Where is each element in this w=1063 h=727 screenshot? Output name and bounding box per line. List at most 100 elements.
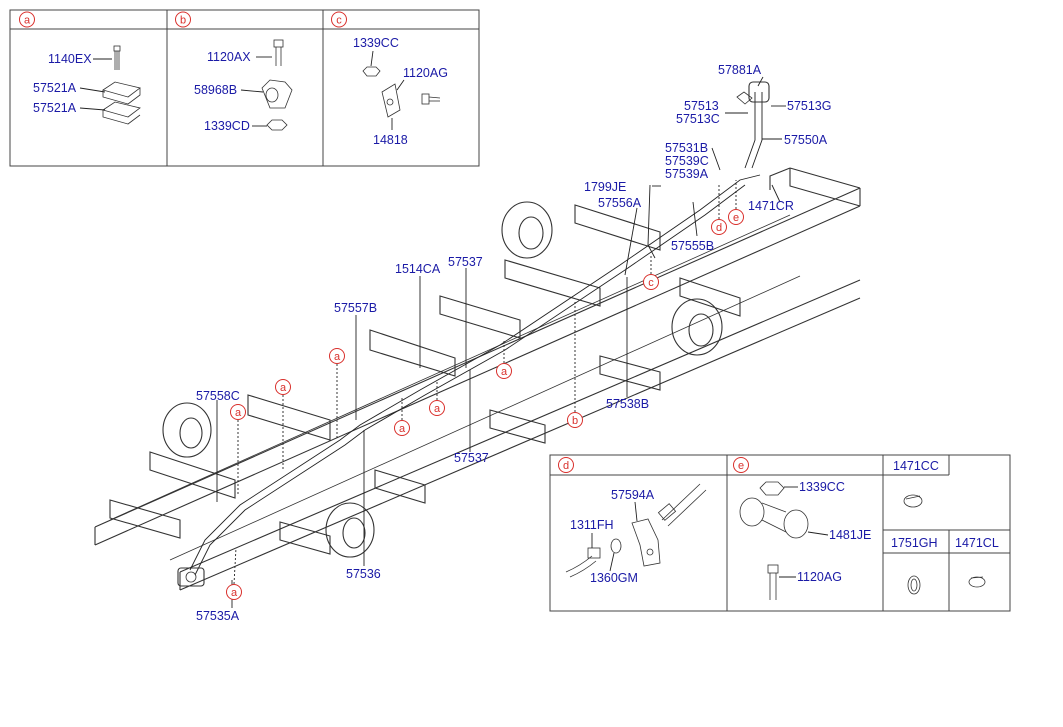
master-cylinder [736,81,770,105]
bolt-icon [273,39,284,66]
svg-text:a: a [24,15,31,27]
part-label-57521A-lower: 57521A [33,101,77,115]
part-label-1339CC-e: 1339CC [799,480,845,494]
svg-text:e: e [738,460,744,472]
wheel-front-left [162,402,212,458]
part-label-57539C: 57539C [665,154,709,168]
svg-text:a: a [231,587,238,599]
svg-text:b: b [180,15,186,27]
part-label-1799JE: 1799JE [584,180,626,194]
marker-pointers [233,180,737,585]
marker-c: c [643,274,659,290]
part-label-1339CD: 1339CD [204,119,250,133]
svg-text:a: a [399,423,406,435]
part-label-57550A: 57550A [784,133,828,147]
chassis-frame [94,167,861,591]
wheel-rear-left [501,201,553,259]
part-label-1140EX: 1140EX [48,52,92,66]
detail-markers: a a a a a a a b [226,209,744,600]
part-label-1120AX: 1120AX [207,50,251,64]
clip-header-1471CL: 1471CL [955,536,999,550]
part-label-1514CA: 1514CA [395,262,441,276]
washer-icon [610,538,622,554]
part-label-1120AG-e: 1120AG [797,570,842,584]
marker-e: e [728,209,744,225]
svg-text:d: d [563,460,569,472]
part-label-57513: 57513 [684,99,719,113]
main-part-labels: 57881A 57513 57513C 57513G 57550A 57531B… [196,63,831,623]
detail-e-marker: e [733,457,749,473]
fitting-icon [565,547,601,578]
bolt-icon [113,45,121,70]
part-label-1120AG: 1120AG [403,66,448,80]
svg-text:e: e [733,212,739,224]
part-label-58968B: 58968B [194,83,237,97]
part-label-57521A: 57521A [33,81,77,95]
part-label-57536: 57536 [346,567,381,581]
part-label-57557B: 57557B [334,301,377,315]
svg-text:a: a [334,351,341,363]
bracket-icon [381,83,401,118]
svg-text:d: d [716,222,722,234]
clamp-icon [739,497,809,539]
detail-d: d 57594A 1311FH 1360GM [558,457,707,585]
marker-a-3: a [230,404,246,420]
detail-table-de [549,454,1011,612]
brake-lines [189,92,763,576]
part-label-1339CC: 1339CC [353,36,399,50]
part-label-57531B: 57531B [665,141,708,155]
wheel-rear-right [671,298,723,356]
bracket-icon [631,518,661,567]
hose-clip-icon [968,576,986,588]
clip-details: 1471CC 1751GH 1471CL [891,459,999,595]
svg-text:a: a [235,407,242,419]
bolt-icon [421,93,441,105]
part-label-57555B: 57555B [671,239,714,253]
marker-a-1: a [329,348,345,364]
part-label-1471CR: 1471CR [748,199,794,213]
part-label-57513C: 57513C [676,112,720,126]
part-label-57537-lower: 57537 [454,451,489,465]
part-label-57537: 57537 [448,255,483,269]
nut-icon [362,66,381,77]
clip-header-1751GH: 1751GH [891,536,938,550]
marker-a-5: a [429,400,445,416]
detail-a: a 1140EX 57521A 57521A [19,11,141,125]
detail-b-marker: b [175,11,191,28]
hose-clip-icon [903,494,923,508]
detail-a-marker: a [19,11,35,28]
clip-header-1471CC: 1471CC [893,459,939,473]
part-label-1481JE: 1481JE [829,528,871,542]
nut-icon [266,119,288,131]
part-label-57556A: 57556A [598,196,642,210]
detail-c-marker: c [331,11,347,28]
marker-a-7: a [226,584,242,600]
part-label-14818: 14818 [373,133,408,147]
part-label-1311FH: 1311FH [570,518,614,532]
detail-e: e 1339CC 1481JE 1120AG [733,457,871,600]
svg-text:a: a [280,382,287,394]
part-label-1360GM: 1360GM [590,571,638,585]
clip-icon [102,81,141,125]
part-label-57513G: 57513G [787,99,831,113]
marker-a-4: a [496,363,512,379]
detail-c: c 1339CC 1120AG 14818 [331,11,448,147]
part-label-57539A: 57539A [665,167,709,181]
bracket-icon [261,79,293,109]
marker-a-2: a [275,379,291,395]
part-label-57558C: 57558C [196,389,240,403]
detail-d-marker: d [558,457,574,473]
marker-d: d [711,219,727,235]
detail-table-abc [9,9,480,167]
ring-icon [907,575,921,595]
svg-text:c: c [336,15,342,27]
svg-text:a: a [434,403,441,415]
marker-b: b [567,412,583,428]
svg-text:c: c [648,277,654,289]
nut-icon [759,481,785,496]
part-label-57535A: 57535A [196,609,240,623]
wheel-front-right [325,502,375,558]
svg-text:b: b [572,415,578,427]
part-label-57594A: 57594A [611,488,655,502]
